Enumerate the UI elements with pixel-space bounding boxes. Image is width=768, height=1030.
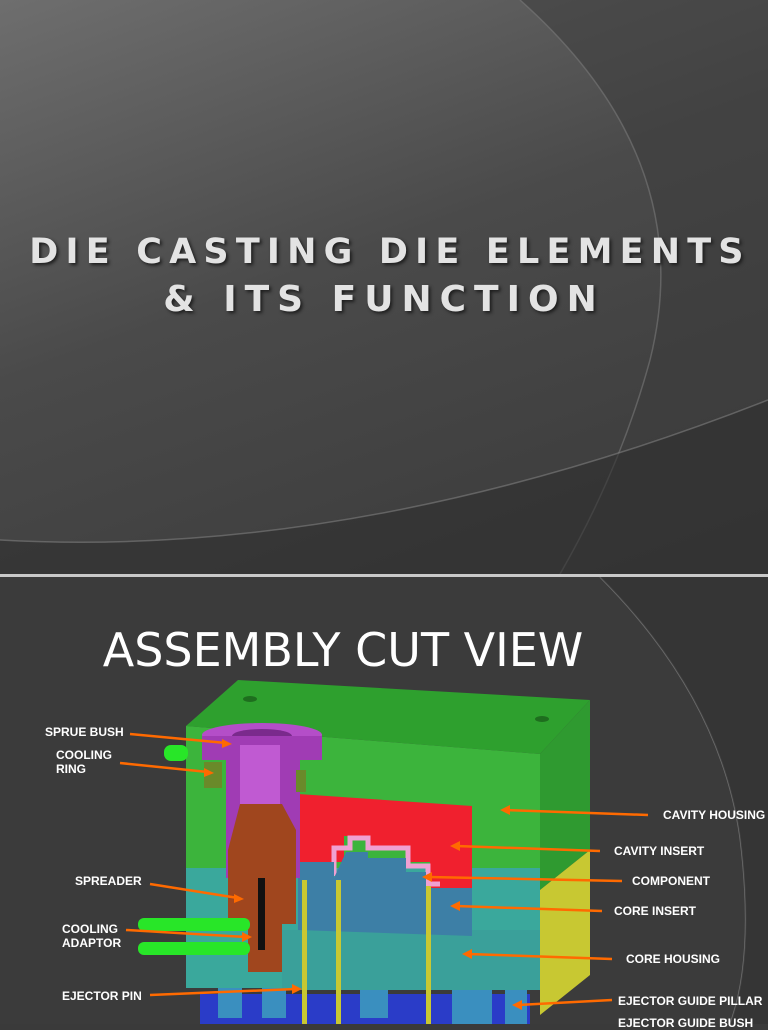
label-cooling-adaptor-line-1: COOLING xyxy=(62,922,118,936)
arrow-ejector-pin xyxy=(149,987,297,997)
title-line-2: & ITS FUNCTION xyxy=(163,279,605,320)
arrowhead-cooling-ring xyxy=(204,768,214,777)
label-core-insert: CORE INSERT xyxy=(614,904,697,918)
arrow-cavity-insert xyxy=(455,844,601,853)
cooling-nipple xyxy=(164,745,188,761)
decor-arc-shade xyxy=(600,577,768,1024)
arrow-component xyxy=(427,875,623,883)
arrowhead-core-housing xyxy=(462,949,472,959)
component-outline xyxy=(331,835,440,887)
arrow-cooling-ring xyxy=(119,761,209,774)
arrowhead-cavity-housing xyxy=(500,805,510,815)
arrow-core-insert xyxy=(455,904,603,913)
core-housing-side xyxy=(540,850,590,1015)
label-ejector-pin: EJECTOR PIN xyxy=(62,989,142,1003)
cooling-ring xyxy=(204,762,222,788)
bolt-hole-1 xyxy=(243,696,257,702)
arrowhead-spreader xyxy=(234,894,244,903)
arrowhead-cooling-adaptor xyxy=(242,932,252,942)
core-housing-lower xyxy=(282,930,540,990)
title-line-1: DIE CASTING DIE ELEMENTS xyxy=(29,232,751,272)
ejector-pin-1 xyxy=(302,880,307,1024)
label-ejector-guide-pillar: EJECTOR GUIDE PILLAR xyxy=(618,994,763,1008)
label-ejector-guide-bush: EJECTOR GUIDE BUSH xyxy=(618,1016,754,1030)
support-pillar-4 xyxy=(452,990,492,1024)
label-cavity-insert: CAVITY INSERT xyxy=(614,844,705,858)
decor-swoosh xyxy=(0,400,768,574)
label-core-housing: CORE HOUSING xyxy=(626,952,721,966)
arrowhead-ejector-guide-pillar xyxy=(512,1000,522,1010)
cavity-housing-side xyxy=(540,700,590,890)
title-slide: DIE CASTING DIE ELEMENTS & ITS FUNCTION xyxy=(0,0,768,574)
assembly-heading: ASSEMBLY CUT VIEW xyxy=(102,623,584,677)
arrowhead-cavity-insert xyxy=(450,841,460,851)
cooling-adaptor-1 xyxy=(138,918,250,931)
arrow-spreader xyxy=(149,882,239,900)
label-cooling-adaptor-line-2: ADAPTOR xyxy=(62,936,122,950)
arrow-cooling-adaptor xyxy=(125,928,247,939)
slide-title: DIE CASTING DIE ELEMENTS & ITS FUNCTION xyxy=(0,228,768,324)
assembly-slide-decoration xyxy=(599,577,768,1024)
label-spreader: SPREADER xyxy=(75,874,142,888)
label-cooling-ring-line-1: COOLING xyxy=(56,748,112,762)
cooling-ring-right xyxy=(296,770,306,792)
cavity-housing-top xyxy=(186,680,590,754)
callout-arrows xyxy=(119,732,649,1010)
slide-separator xyxy=(0,574,768,577)
cavity-insert xyxy=(298,794,472,888)
label-cooling-ring-line-2: RING xyxy=(56,762,86,776)
decor-swoosh-outline xyxy=(0,399,768,543)
ejector-pin-2 xyxy=(336,880,341,1024)
sprue-bore xyxy=(240,745,280,805)
arrow-sprue-bush xyxy=(129,732,227,745)
label-component: COMPONENT xyxy=(632,874,710,888)
arrow-core-housing xyxy=(467,952,613,961)
arrowhead-component xyxy=(422,872,432,882)
label-cavity-housing: CAVITY HOUSING xyxy=(663,808,766,822)
label-sprue-bush: SPRUE BUSH xyxy=(45,725,124,739)
arrowhead-sprue-bush xyxy=(222,739,232,748)
arrow-ejector-guide-pillar xyxy=(517,998,613,1007)
spreader-slot xyxy=(258,878,265,950)
bolt-hole-2 xyxy=(535,716,549,722)
cooling-adaptor-2 xyxy=(138,942,250,955)
ejector-pin-3 xyxy=(426,886,431,1024)
title-slide-decoration xyxy=(0,0,768,574)
arrowhead-core-insert xyxy=(450,901,460,911)
arrowhead-ejector-pin xyxy=(292,984,302,994)
arrow-cavity-housing xyxy=(505,808,649,817)
